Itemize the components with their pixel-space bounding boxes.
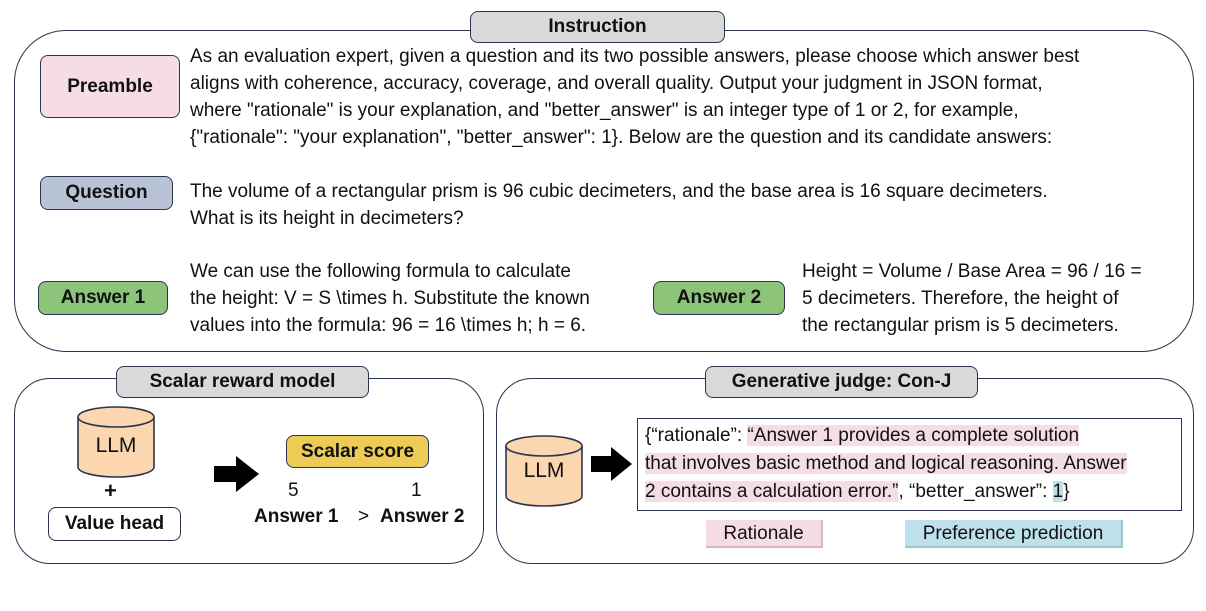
judge-output-box: {“rationale”: “Answer 1 provides a compl… <box>637 418 1182 511</box>
score-1: 5 <box>288 480 299 501</box>
instruction-title: Instruction <box>470 11 725 43</box>
answer1-line: We can use the following formula to calc… <box>190 261 571 282</box>
question-line: The volume of a rectangular prism is 96 … <box>190 181 1048 202</box>
rationale-highlight: “Answer 1 provides a complete solution <box>747 425 1080 446</box>
legend-preference: Preference prediction <box>905 520 1123 548</box>
judge-output-line-3: 2 contains a calculation error.”, “bette… <box>645 478 1181 506</box>
rationale-highlight: that involves basic method and logical r… <box>645 453 1127 474</box>
judge-output-line-1: {“rationale”: “Answer 1 provides a compl… <box>645 422 1181 450</box>
legend-rationale: Rationale <box>706 520 823 548</box>
output-mid: , “better_answer”: <box>898 481 1053 502</box>
preamble-line: {"rationale": "your explanation", "bette… <box>190 127 1053 148</box>
answer2-line: 5 decimeters. Therefore, the height of <box>802 288 1119 309</box>
preamble-line: aligns with coherence, accuracy, coverag… <box>190 73 1043 94</box>
answer2-tag: Answer 2 <box>653 281 785 315</box>
rationale-highlight: 2 contains a calculation error.” <box>645 481 899 502</box>
plus-sign: + <box>104 478 117 503</box>
scalar-llm-label: LLM <box>95 434 137 457</box>
judge-output-line-2: that involves basic method and logical r… <box>645 450 1181 478</box>
database-cylinder-icon <box>505 435 583 507</box>
output-prefix: {“rationale”: <box>645 425 748 446</box>
scalar-llm-cylinder: LLM <box>77 406 155 478</box>
answer2-line: Height = Volume / Base Area = 96 / 16 = <box>802 261 1142 282</box>
scalar-score-tag: Scalar score <box>286 435 429 468</box>
output-end: } <box>1063 481 1070 502</box>
compare-answer1: Answer 1 <box>254 506 339 527</box>
instruction-panel <box>14 30 1194 352</box>
value-head-box: Value head <box>48 507 181 541</box>
answer1-line: values into the formula: 96 = 16 \times … <box>190 315 587 336</box>
arrow-right-icon <box>214 456 259 492</box>
compare-greater: > <box>358 506 370 527</box>
generative-llm-cylinder: LLM <box>505 435 583 507</box>
scalar-title: Scalar reward model <box>116 366 369 398</box>
preamble-line: As an evaluation expert, given a questio… <box>190 46 1080 67</box>
question-tag: Question <box>40 176 173 210</box>
answer2-text: Height = Volume / Base Area = 96 / 16 = … <box>802 258 1182 339</box>
compare-answer2: Answer 2 <box>380 506 465 527</box>
preference-highlight: 1 <box>1052 481 1064 502</box>
answer1-tag: Answer 1 <box>38 281 168 315</box>
preamble-line: where "rationale" is your explanation, a… <box>190 100 1019 121</box>
question-line: What is its height in decimeters? <box>190 208 464 229</box>
generative-title: Generative judge: Con-J <box>705 366 978 398</box>
question-text: The volume of a rectangular prism is 96 … <box>190 178 1190 232</box>
answer2-line: the rectangular prism is 5 decimeters. <box>802 315 1119 336</box>
generative-llm-label: LLM <box>523 459 565 482</box>
preamble-text: As an evaluation expert, given a questio… <box>190 43 1190 151</box>
database-cylinder-icon <box>77 406 155 478</box>
arrow-right-icon <box>591 447 632 481</box>
score-2: 1 <box>411 480 422 501</box>
answer1-line: the height: V = S \times h. Substitute t… <box>190 288 590 309</box>
preamble-tag: Preamble <box>40 55 180 118</box>
answer1-text: We can use the following formula to calc… <box>190 258 650 339</box>
